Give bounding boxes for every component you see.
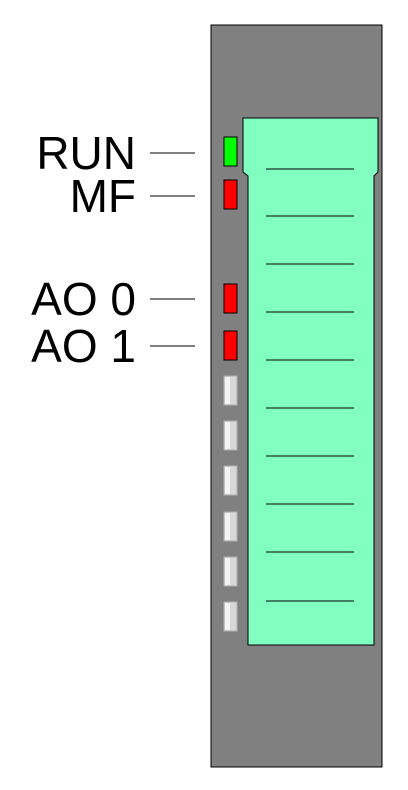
label-ao1: AO 1 — [31, 320, 136, 372]
led-highlight — [225, 603, 230, 630]
led-ao1 — [223, 330, 238, 361]
led-ao0 — [223, 283, 238, 314]
label-run: RUN — [36, 127, 136, 179]
led-highlight — [225, 377, 230, 404]
led-highlight — [225, 513, 230, 540]
label-mf: MF — [69, 170, 136, 222]
led-column — [223, 136, 238, 632]
led-highlight — [225, 558, 230, 585]
led-highlight — [225, 422, 230, 449]
front-cover — [242, 117, 379, 646]
led-highlight — [225, 467, 230, 494]
led-mf — [223, 179, 238, 210]
led-run — [223, 136, 238, 167]
cover-label-lines — [266, 168, 354, 602]
label-ao0: AO 0 — [31, 273, 136, 325]
label-leader-lines — [150, 152, 195, 347]
